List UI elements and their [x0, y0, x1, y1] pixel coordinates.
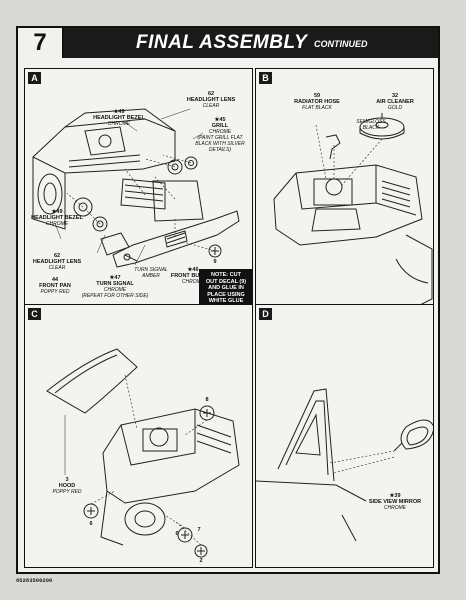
decal-number: 8: [205, 397, 209, 403]
step-header: 7 FINAL ASSEMBLY CONTINUED: [18, 28, 438, 58]
step-title: FINAL ASSEMBLY: [136, 32, 308, 53]
part-name: ★47 TURN SIGNAL: [96, 275, 134, 287]
part-callout: 59 RADIATOR HOSE FLAT BLACK: [284, 93, 350, 111]
panel-c: C: [24, 304, 253, 568]
part-name: 62 HEADLIGHT LENS: [32, 253, 82, 265]
part-name: ★49 HEADLIGHT BEZEL: [31, 209, 83, 221]
engine-bay-drawing: [273, 113, 433, 310]
part-finish: AMBER: [142, 273, 160, 279]
part-callout: 62 HEADLIGHT LENS CLEAR: [27, 253, 87, 271]
part-callout: 3 HOOD POPPY RED: [45, 477, 89, 495]
part-callout: ★45 GRILL CHROME (PAINT GRILL FLAT BLACK…: [185, 117, 252, 153]
part-finish: CHROME: [45, 221, 69, 227]
instruction-sheet: 7 FINAL ASSEMBLY CONTINUED A: [16, 26, 440, 574]
part-finish: CLEAR: [202, 103, 220, 109]
front-end-assembly-drawing: [32, 108, 240, 268]
part-finish: GOLD: [387, 105, 403, 111]
decal-number: 9: [213, 259, 217, 265]
part-callout: ★49 HEADLIGHT BEZEL CHROME: [27, 209, 87, 227]
panel-a: A: [24, 68, 253, 315]
part-name: TURN SIGNAL: [134, 267, 168, 273]
panel-b: B 59 RA: [255, 68, 434, 315]
decal-number: 6: [175, 531, 179, 537]
part-name: 32 AIR CLEANER: [376, 93, 414, 105]
part-finish: SEMIGLOSS BLACK: [356, 119, 386, 131]
part-name: 3 HOOD: [58, 477, 76, 489]
panel-b-label: B: [259, 72, 272, 84]
panel-c-label: C: [28, 308, 41, 320]
part-finish: CHROME (REPEAT FOR OTHER SIDE): [81, 287, 149, 299]
decal-note: NOTE: CUT OUT DECAL (9) AND GLUE IN PLAC…: [199, 269, 252, 308]
part-name: ★39 SIDE VIEW MIRROR: [368, 493, 422, 505]
mirror-installation-drawing: [256, 388, 433, 542]
part-callout: 62 HEADLIGHT LENS CLEAR: [175, 91, 247, 109]
part-callout: 44 FRONT PAN POPPY RED: [27, 277, 83, 295]
part-finish: CHROME: [107, 121, 131, 127]
decal-number: 2: [199, 558, 203, 564]
part-name: 59 RADIATOR HOSE: [294, 93, 340, 105]
part-finish: CHROME: [181, 279, 205, 285]
part-name: ★49 HEADLIGHT BEZEL: [93, 109, 145, 121]
part-finish: CLEAR: [48, 265, 66, 271]
part-name: 62 HEADLIGHT LENS: [186, 91, 236, 103]
part-callout: TURN SIGNAL AMBER: [129, 267, 173, 279]
part-callout: ★49 HEADLIGHT BEZEL CHROME: [83, 109, 155, 127]
part-callout: ★39 SIDE VIEW MIRROR CHROME: [360, 493, 430, 511]
part-finish: FLAT BLACK: [302, 105, 332, 111]
decal-number: 7: [197, 527, 201, 533]
step-number: 7: [18, 28, 64, 58]
part-name: ★45 GRILL: [211, 117, 229, 129]
part-finish: CHROME (PAINT GRILL FLAT BLACK WITH SILV…: [195, 129, 245, 153]
part-callout: ★47 TURN SIGNAL CHROME (REPEAT FOR OTHER…: [77, 275, 153, 299]
hood-installation-drawing: [46, 348, 240, 558]
step-subtitle: CONTINUED: [314, 39, 368, 49]
part-callout: 32 AIR CLEANER GOLD: [360, 93, 430, 111]
decal-number: 6: [89, 521, 93, 527]
part-callout: SEMIGLOSS BLACK: [346, 119, 396, 131]
part-finish: POPPY RED: [40, 289, 70, 295]
part-finish: CHROME: [383, 505, 407, 511]
part-finish: POPPY RED: [52, 489, 82, 495]
panel-d: D ★39 SIDE VIEW MIRROR CHROME: [255, 304, 434, 568]
panel-a-label: A: [28, 72, 41, 84]
document-code: 85283500200: [16, 577, 53, 584]
panel-d-label: D: [259, 308, 272, 320]
part-name: 44 FRONT PAN: [39, 277, 71, 289]
